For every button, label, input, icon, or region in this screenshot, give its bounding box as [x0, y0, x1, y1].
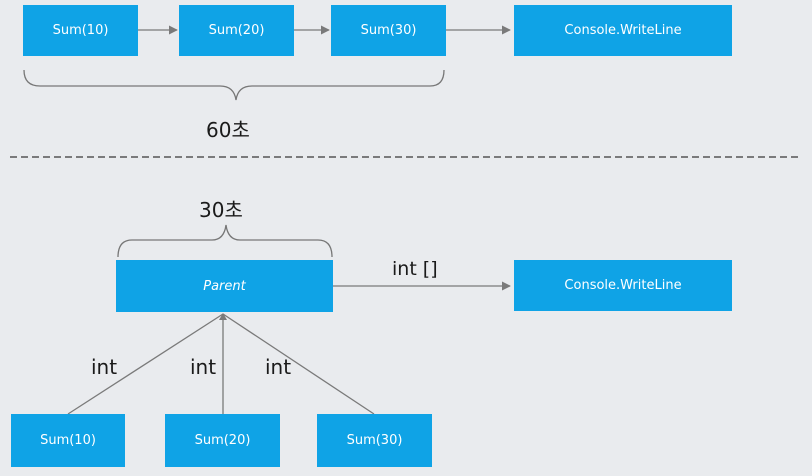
child-box-sum20: Sum(20)	[165, 414, 280, 467]
parent-box: Parent	[116, 260, 333, 312]
child-box-sum30: Sum(30)	[317, 414, 432, 467]
brace-parallel	[117, 224, 333, 258]
par-box-writeline: Console.WriteLine	[514, 260, 732, 311]
edge-child1	[67, 313, 224, 415]
edge-label-int-1: int	[91, 355, 118, 379]
seq-box-sum20: Sum(20)	[179, 5, 294, 56]
seq-box-sum10: Sum(10)	[23, 5, 138, 56]
edge-label-int-3: int	[265, 355, 292, 379]
child-box-sum10: Sum(10)	[11, 414, 125, 467]
seq-box-sum30: Sum(30)	[331, 5, 446, 56]
sequential-duration: 60초	[206, 118, 250, 142]
edge-child3	[222, 313, 375, 415]
brace-sequential	[23, 69, 445, 101]
seq-box-writeline: Console.WriteLine	[514, 5, 732, 56]
edge-label-int-2: int	[190, 355, 217, 379]
parallel-duration: 30초	[199, 198, 243, 222]
arrowhead-parent	[219, 313, 227, 320]
output-type-label: int []	[392, 258, 438, 280]
